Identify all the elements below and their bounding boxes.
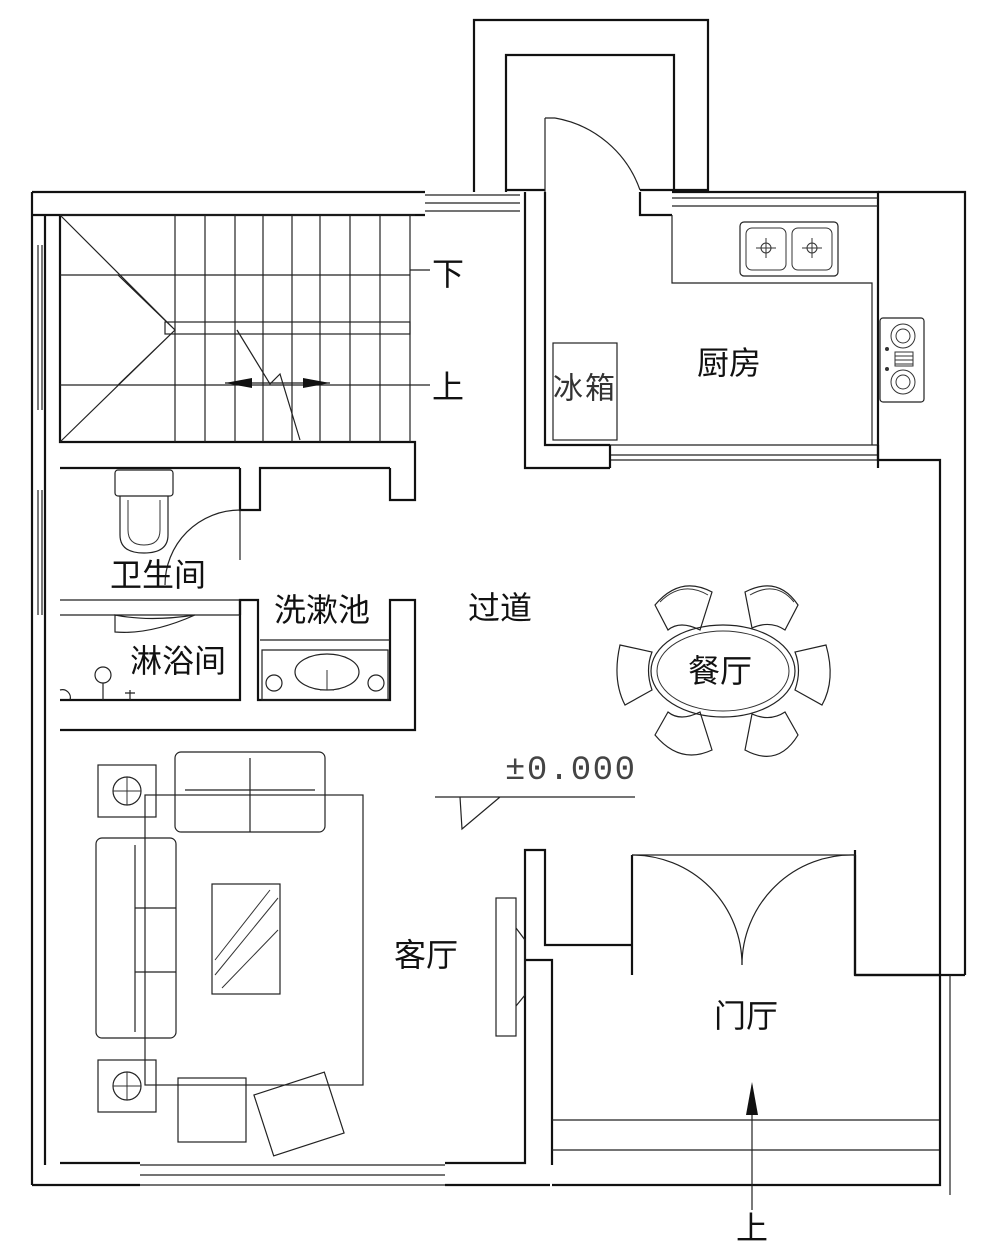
fridge-label: 冰箱 [553,372,615,407]
chair-icon [616,585,831,757]
foyer-label: 门厅 [714,997,778,1035]
dining-area: 过道 餐厅 ±0.000 [435,585,831,831]
sink-icon [739,221,839,277]
living-area: 客厅 [95,751,965,1165]
toilet-label: 卫生间 [110,556,206,594]
kitchen-label: 厨房 [697,344,761,382]
living-label: 客厅 [394,936,458,974]
stair-down-label: 下 [432,255,464,293]
shower-icon [59,614,196,701]
staircase: 下 上 [58,214,464,502]
washbasin-icon [260,639,390,701]
elevation-text: ±0.000 [505,752,635,790]
shower-label: 淋浴间 [130,642,226,680]
entrance-up-label: 上 [736,1209,768,1247]
tv-icon [495,897,526,1037]
elevation-marker: ±0.000 [435,752,635,831]
stair-up-label: 上 [432,368,464,406]
fridge-icon: 冰箱 [552,342,618,441]
kitchen-area: 冰箱 厨房 [523,192,925,470]
north-bay [472,18,710,217]
double-door [631,854,856,966]
entrance-arrow [746,1082,758,1210]
coffee-table-icon [211,883,281,995]
bathroom-block: 卫生间 洗漱池 淋浴间 [59,466,417,732]
corridor-label: 过道 [468,589,532,627]
toilet-icon [114,469,174,554]
foyer-area: 门厅 上 [552,854,951,1247]
exterior-walls [30,190,967,1187]
dining-label: 餐厅 [688,652,752,690]
sofa-icon [95,751,345,1157]
stove-icon [879,317,925,403]
lamp-icon [97,764,157,1113]
washbasin-label: 洗漱池 [274,591,370,629]
